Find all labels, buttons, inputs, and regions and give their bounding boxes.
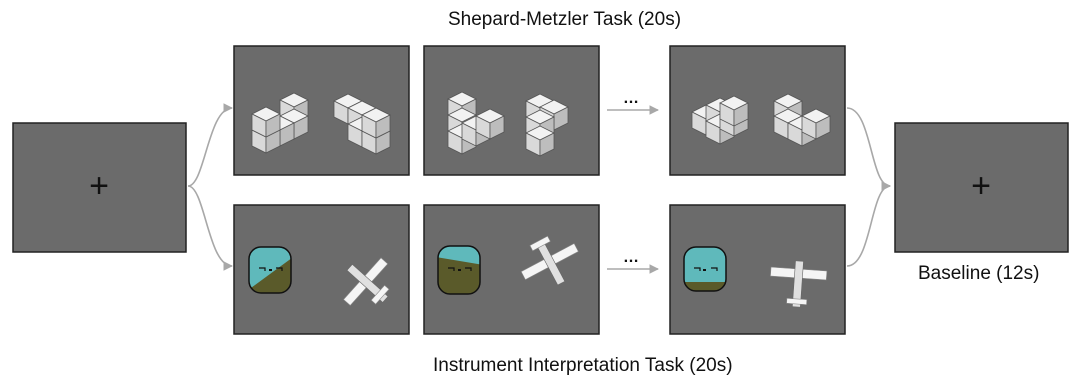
shepard-metzler-label: Shepard-Metzler Task (20s): [448, 9, 682, 30]
merge-arrow-from-sm: [846, 107, 891, 191]
merge-arrow-from-ii: [846, 181, 891, 267]
baseline-label: Baseline (12s): [918, 263, 1040, 284]
ii-ellipsis: …: [623, 249, 639, 266]
airplane-2: [520, 235, 579, 286]
airplane-3: [770, 260, 828, 308]
fixation-screen-start: [12, 122, 187, 253]
fixation-cross-start: +: [89, 167, 109, 205]
branch-arrow-to-ii: [187, 185, 233, 271]
attitude-indicator-1: [248, 246, 292, 294]
attitude-indicator-3: [683, 246, 727, 292]
fixation-screen-baseline: [894, 122, 1069, 253]
airplane-1: [343, 257, 390, 306]
sm-ellipsis: …: [623, 90, 639, 107]
fixation-cross-baseline: +: [971, 167, 991, 205]
instrument-interpretation-label: Instrument Interpretation Task (20s): [433, 355, 733, 376]
branch-arrow-to-sm: [187, 103, 233, 187]
